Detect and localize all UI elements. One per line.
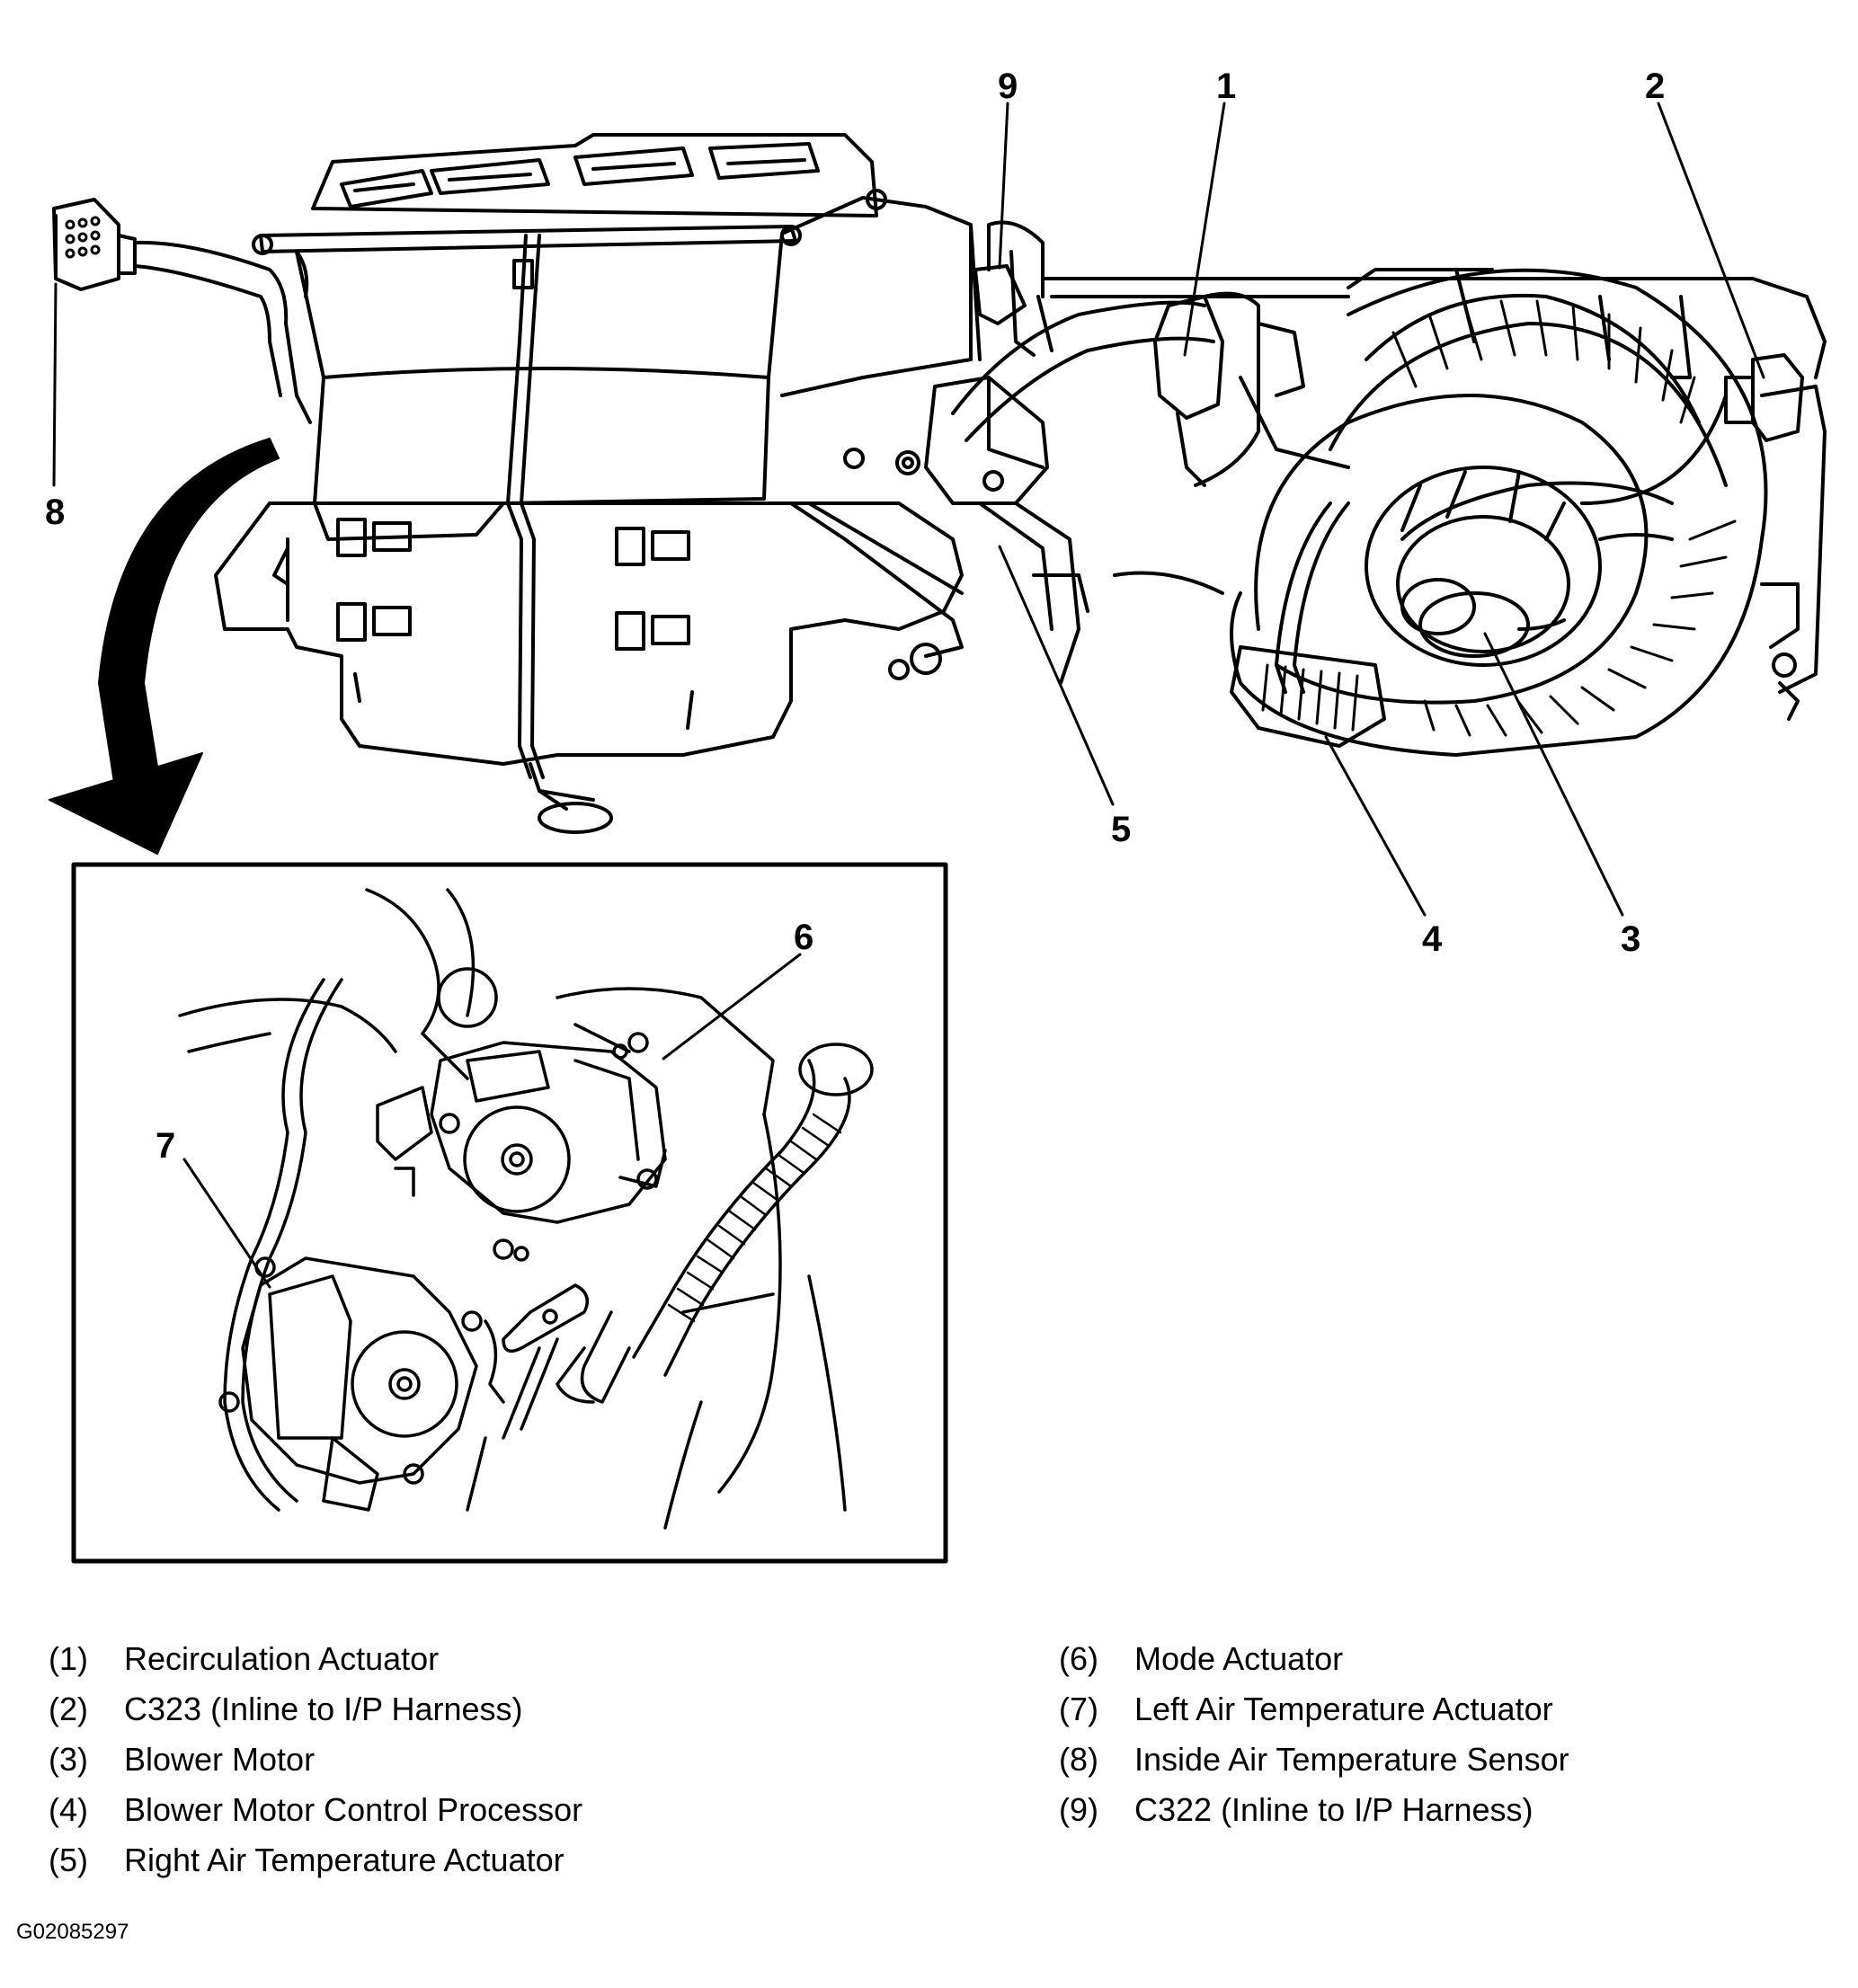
legend-label: Left Air Temperature Actuator (1134, 1691, 1553, 1727)
legend-number: (4) (49, 1791, 88, 1828)
left-air-temperature-actuator (241, 1256, 478, 1485)
legend-number: (3) (49, 1741, 88, 1778)
inside-air-temperature-sensor (52, 198, 312, 424)
legend-label: Blower Motor Control Processor (124, 1791, 583, 1828)
blower-housing (1041, 268, 1827, 757)
connector-c322 (973, 220, 1053, 357)
legend-right-column: (6) Mode Actuator (7) Left Air Temperature… (1059, 1634, 1569, 1835)
figure-code: G02085297 (16, 1920, 129, 1944)
hvac-module-diagram (49, 102, 1827, 1564)
legend-item: (9) C322 (Inline to I/P Harness) (1059, 1785, 1569, 1835)
legend-item: (1) Recirculation Actuator (49, 1634, 582, 1684)
callout-9: 9 (998, 67, 1018, 106)
legend-number: (8) (1059, 1741, 1098, 1778)
legend-item: (2) C323 (Inline to I/P Harness) (49, 1684, 582, 1735)
right-air-temperature-actuator (924, 376, 1089, 685)
legend-label: Inside Air Temperature Sensor (1134, 1741, 1569, 1778)
callout-1: 1 (1216, 67, 1237, 106)
legend-item: (5) Right Air Temperature Actuator (49, 1835, 582, 1886)
legend-number: (5) (49, 1842, 88, 1878)
callout-7: 7 (156, 1126, 176, 1166)
legend-item: (4) Blower Motor Control Processor (49, 1785, 582, 1835)
legend-label: C322 (Inline to I/P Harness) (1134, 1791, 1534, 1828)
callout-8: 8 (45, 493, 66, 532)
legend-number: (6) (1059, 1640, 1098, 1677)
inset-frame (71, 862, 948, 1564)
legend-label: Blower Motor (124, 1741, 316, 1778)
recirculation-actuator (1153, 295, 1224, 420)
callout-2: 2 (1645, 67, 1666, 106)
legend-number: (2) (49, 1691, 88, 1727)
callout-4: 4 (1422, 919, 1443, 959)
legend-item: (8) Inside Air Temperature Sensor (1059, 1735, 1569, 1785)
view-direction-arrow (49, 438, 280, 855)
mode-actuator (430, 1041, 667, 1224)
legend-number: (9) (1059, 1791, 1098, 1828)
legend-label: C323 (Inline to I/P Harness) (124, 1691, 523, 1727)
legend-item: (7) Left Air Temperature Actuator (1059, 1684, 1569, 1735)
hvac-case-left (214, 133, 982, 834)
inset-leader-lines (182, 953, 802, 1289)
inset-detail (178, 888, 874, 1530)
legend-label: Right Air Temperature Actuator (124, 1842, 565, 1878)
callout-5: 5 (1111, 810, 1132, 849)
legend-label: Mode Actuator (1134, 1640, 1344, 1677)
legend-number: (7) (1059, 1691, 1098, 1727)
hvac-tube (951, 300, 1215, 442)
leader-lines (52, 102, 1765, 917)
callout-3: 3 (1621, 919, 1641, 959)
legend-left-column: (1) Recirculation Actuator (2) C323 (Inlin… (49, 1634, 582, 1886)
callout-6: 6 (794, 918, 814, 957)
legend-number: (1) (49, 1640, 88, 1677)
legend-item: (3) Blower Motor (49, 1735, 582, 1785)
legend-item: (6) Mode Actuator (1059, 1634, 1569, 1684)
legend-label: Recirculation Actuator (124, 1640, 440, 1677)
